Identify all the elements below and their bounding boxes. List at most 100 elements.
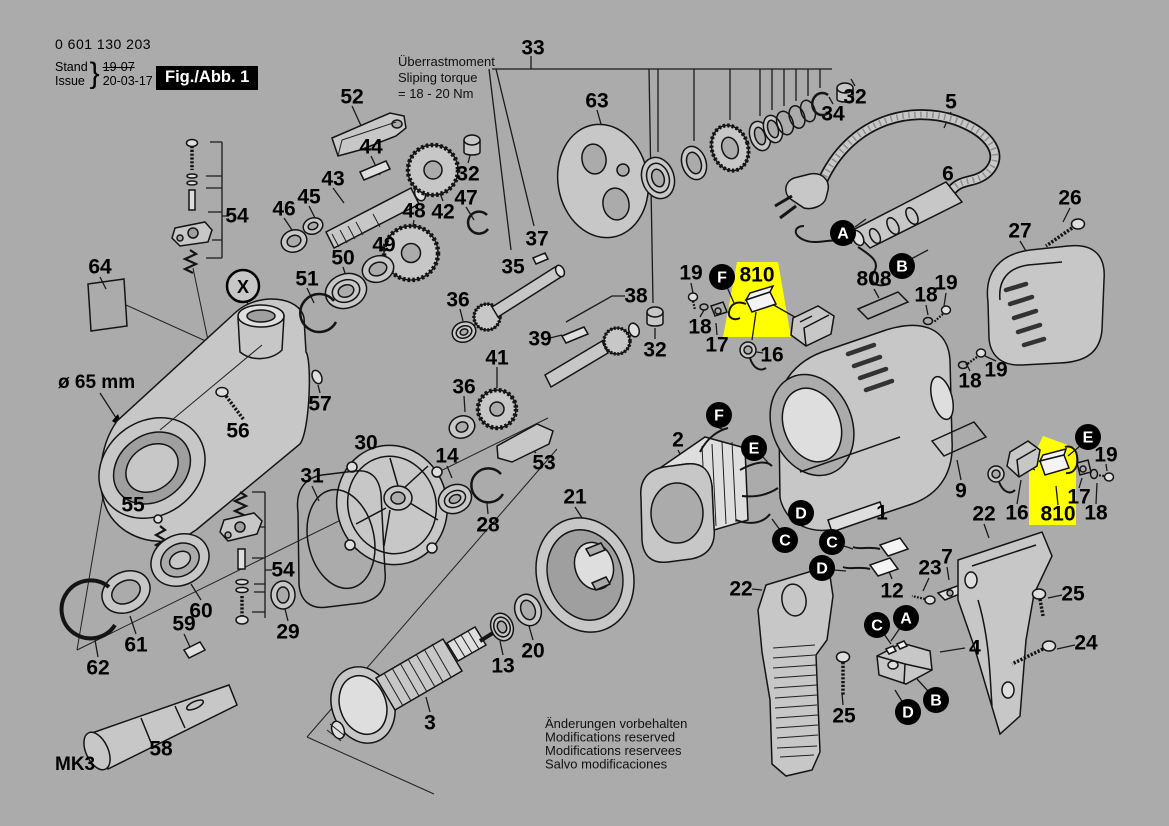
assembly-54-top	[171, 138, 213, 274]
gear-housing-part	[98, 298, 311, 543]
part-label-16: 16	[1005, 502, 1028, 525]
part-label-19: 19	[984, 359, 1007, 382]
part-label-33: 33	[521, 37, 544, 60]
part-label-6: 6	[942, 163, 954, 186]
part-label-64: 64	[88, 256, 112, 279]
marker-letter-C: C	[826, 535, 838, 552]
part-label-1: 1	[876, 502, 888, 525]
part-label-16: 16	[760, 344, 783, 367]
part-label-20: 20	[521, 640, 544, 663]
part-label-31: 31	[300, 465, 324, 488]
part-label-18: 18	[958, 370, 982, 393]
key-59	[182, 641, 207, 659]
gear-41	[448, 387, 519, 440]
screw-26	[1045, 218, 1086, 248]
marker-letter-B: B	[896, 259, 908, 276]
handle-half-right-22	[957, 531, 1053, 736]
screw-25-left	[835, 651, 851, 696]
bore-dimension: ø 65 mm	[58, 372, 135, 393]
stand-value: 19-07	[102, 60, 135, 74]
bracket-38	[565, 295, 625, 323]
marker-circle-F	[706, 402, 732, 428]
svg-text:Modifications reserved: Modifications reserved	[545, 730, 675, 745]
part-label-41: 41	[485, 347, 509, 370]
taper-size: MK3	[55, 754, 95, 775]
part-label-7: 7	[941, 546, 953, 569]
motor-housing-1	[769, 324, 954, 533]
part-label-55: 55	[121, 494, 145, 517]
issue-value: 20-03-17	[102, 74, 153, 88]
figure-label: Fig./Abb. 1	[156, 66, 259, 90]
part-label-808: 808	[856, 268, 891, 291]
marker-letter-C: C	[779, 533, 791, 550]
part-label-19: 19	[679, 262, 702, 285]
part-label-47: 47	[454, 187, 477, 210]
thermo-810-left	[687, 284, 835, 371]
part-label-58: 58	[149, 738, 173, 761]
marker-letter-F: F	[714, 408, 724, 425]
circlip-62	[59, 578, 117, 641]
part-label-32: 32	[456, 163, 479, 186]
bracket-54-top	[206, 141, 229, 259]
marker-letter-F: F	[717, 270, 727, 287]
svg-text:Sliping torque: Sliping torque	[398, 70, 478, 85]
part-label-19: 19	[934, 272, 957, 295]
clutch-washer-row	[640, 82, 854, 200]
svg-text:Modifications reservees: Modifications reservees	[545, 743, 682, 758]
marker-circle-C	[772, 527, 798, 553]
part-label-24: 24	[1074, 632, 1098, 655]
part-label-810: 810	[1040, 503, 1075, 526]
armature-3	[326, 593, 543, 744]
part-label-18: 18	[688, 316, 712, 339]
bearing-plate-30	[335, 444, 449, 566]
screw-25-right	[1031, 588, 1047, 617]
switch-4	[876, 640, 933, 685]
handle-half-left-22	[757, 570, 834, 777]
spindle-35	[451, 252, 566, 344]
marker-letter-D: D	[816, 561, 828, 578]
part-label-53: 53	[532, 452, 555, 475]
bracket-54-bottom	[252, 491, 272, 618]
marker-letter-A: A	[837, 226, 849, 243]
plate-808	[856, 291, 910, 320]
spindle-38	[544, 306, 664, 389]
part-label-42: 42	[431, 201, 454, 224]
upper-gear-train	[280, 112, 490, 334]
part-label-46: 46	[272, 198, 295, 221]
part-label-54: 54	[271, 559, 295, 582]
part-label-35: 35	[501, 256, 525, 279]
marker-letter-C: C	[871, 618, 883, 635]
marker-circle-A	[830, 220, 856, 246]
marker-circle-D	[895, 699, 921, 725]
part-label-51: 51	[295, 268, 319, 291]
svg-text:X: X	[237, 277, 249, 297]
marker-letter-E: E	[749, 441, 760, 458]
part-label-36: 36	[446, 289, 469, 312]
part-label-36: 36	[452, 376, 475, 399]
marker-letter-E: E	[1083, 430, 1094, 447]
part-label-61: 61	[124, 634, 148, 657]
marker-circle-C	[819, 529, 845, 555]
brace: }	[89, 57, 100, 90]
part-label-810: 810	[739, 264, 774, 287]
part-label-62: 62	[86, 657, 109, 680]
part-label-57: 57	[308, 393, 331, 416]
part-label-21: 21	[563, 486, 587, 509]
part-label-5: 5	[945, 91, 957, 114]
marker-letter-D: D	[902, 705, 914, 722]
part-label-63: 63	[585, 90, 608, 113]
part-label-19: 19	[1094, 444, 1117, 467]
part-label-44: 44	[359, 136, 383, 159]
disc-63	[556, 123, 650, 239]
plate-64	[87, 278, 128, 332]
field-coil-2	[640, 427, 779, 564]
ring-61	[101, 570, 151, 614]
marker-letter-A: A	[900, 611, 912, 628]
part-label-30: 30	[354, 432, 377, 455]
fan-21	[535, 517, 635, 633]
screw-pair-upper-right	[922, 305, 987, 370]
